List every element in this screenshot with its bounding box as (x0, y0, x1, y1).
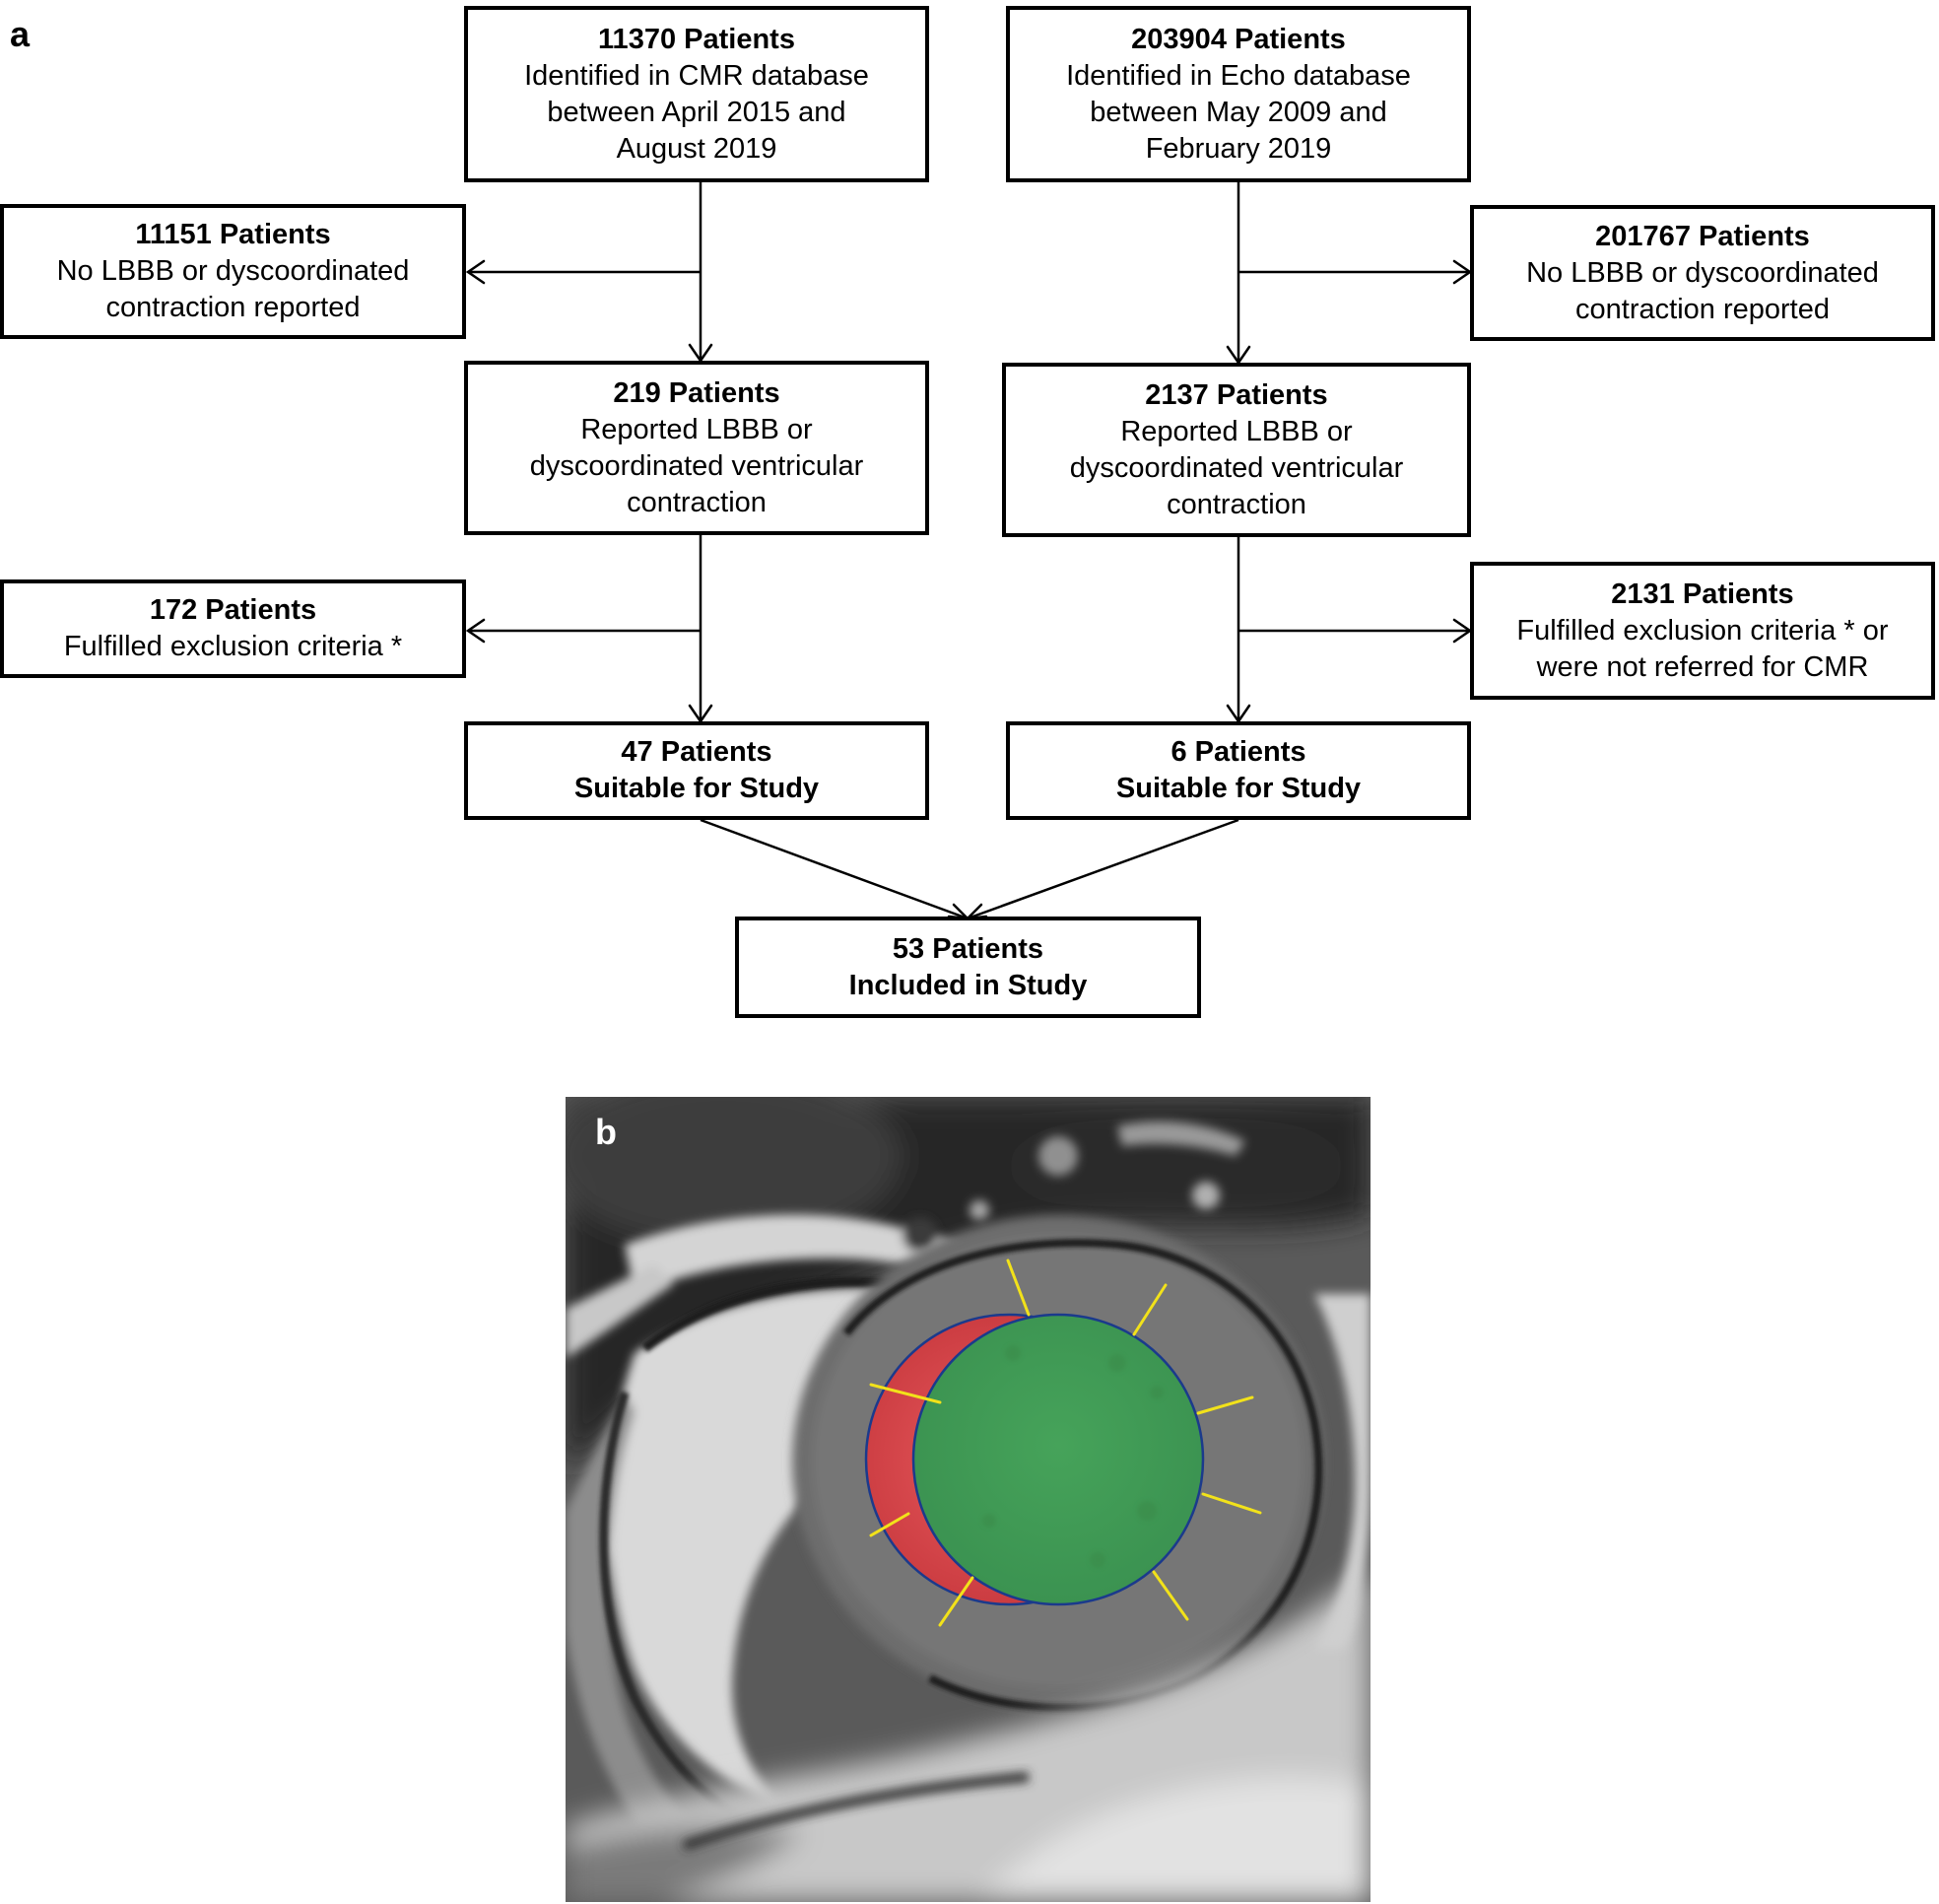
panel-a-label: a (10, 14, 31, 54)
spoke (1152, 1570, 1189, 1621)
box-desc: Identified in CMR database between April… (524, 59, 869, 165)
box-echo-excluded: 2131 Patients Fulfilled exclusion criter… (1470, 562, 1935, 700)
box-count: 203904 Patients (1131, 23, 1346, 55)
box-echo-identified: 203904 Patients Identified in Echo datab… (1006, 6, 1471, 182)
connector-echo-to-included (967, 818, 1239, 920)
arrowhead-right (1452, 618, 1473, 644)
box-desc: No LBBB or dyscoordinated contraction re… (1526, 256, 1879, 325)
cardiac-mri-image (566, 1097, 1371, 1902)
box-cmr-no-lbbb: 11151 Patients No LBBB or dyscoordinated… (0, 204, 466, 339)
box-cmr-suitable: 47 Patients Suitable for Study (464, 721, 929, 820)
arrowhead-left (465, 618, 486, 644)
box-desc: Fulfilled exclusion criteria * (63, 631, 403, 662)
box-included: 53 Patients Included in Study (735, 917, 1201, 1018)
arrowhead-down (1226, 345, 1251, 366)
box-echo-lbbb: 2137 Patients Reported LBBB or dyscoordi… (1002, 363, 1471, 537)
box-cmr-lbbb: 219 Patients Reported LBBB or dyscoordin… (464, 361, 929, 535)
spoke (1006, 1258, 1031, 1317)
box-count: 201767 Patients (1595, 220, 1810, 252)
box-cmr-identified: 11370 Patients Identified in CMR databas… (464, 6, 929, 182)
spoke (1132, 1283, 1168, 1336)
box-desc: No LBBB or dyscoordinated contraction re… (56, 255, 410, 323)
box-desc: Reported LBBB or dyscoordinated ventricu… (529, 413, 864, 518)
flow-connectors (465, 182, 1473, 920)
box-count: 2137 Patients (1145, 378, 1328, 411)
box-count: 172 Patients (149, 594, 317, 626)
spoke (869, 1512, 910, 1537)
spoke (938, 1576, 974, 1627)
green-texture (982, 1345, 1164, 1568)
connector-lines (468, 182, 1468, 920)
spoke (1201, 1492, 1262, 1515)
arrowhead-left (465, 259, 486, 285)
box-count: 11370 Patients (598, 23, 795, 55)
panel-b-label: b (595, 1112, 617, 1152)
box-desc: Included in Study (848, 969, 1088, 1001)
box-echo-no-lbbb: 201767 Patients No LBBB or dyscoordinate… (1470, 205, 1935, 341)
box-count: 47 Patients (621, 736, 772, 768)
box-desc: Suitable for Study (1115, 773, 1362, 804)
spoke (869, 1383, 942, 1404)
connector-cmr-to-included (700, 818, 969, 920)
box-cmr-excluded: 172 Patients Fulfilled exclusion criteri… (0, 579, 466, 678)
box-count: 6 Patients (1170, 736, 1306, 768)
segment-spokes (869, 1258, 1262, 1627)
box-count: 11151 Patients (135, 219, 331, 250)
arrowhead-down (688, 704, 713, 724)
box-count: 2131 Patients (1611, 578, 1794, 610)
centered-circle-green (911, 1313, 1205, 1606)
box-desc: Reported LBBB or dyscoordinated ventricu… (1069, 415, 1404, 520)
box-desc: Suitable for Study (573, 773, 820, 804)
spoke (1196, 1395, 1254, 1415)
box-desc: Fulfilled exclusion criteria * or were n… (1516, 614, 1889, 683)
box-count: 219 Patients (613, 376, 780, 409)
box-desc: Identified in Echo database between May … (1066, 59, 1411, 165)
box-count: 53 Patients (892, 932, 1044, 965)
arrowhead-down (688, 343, 713, 364)
arrowhead-down (1226, 704, 1251, 724)
arrowhead-converge-right (964, 903, 988, 920)
arrowhead-right (1452, 259, 1473, 285)
arrowheads (465, 259, 1473, 920)
